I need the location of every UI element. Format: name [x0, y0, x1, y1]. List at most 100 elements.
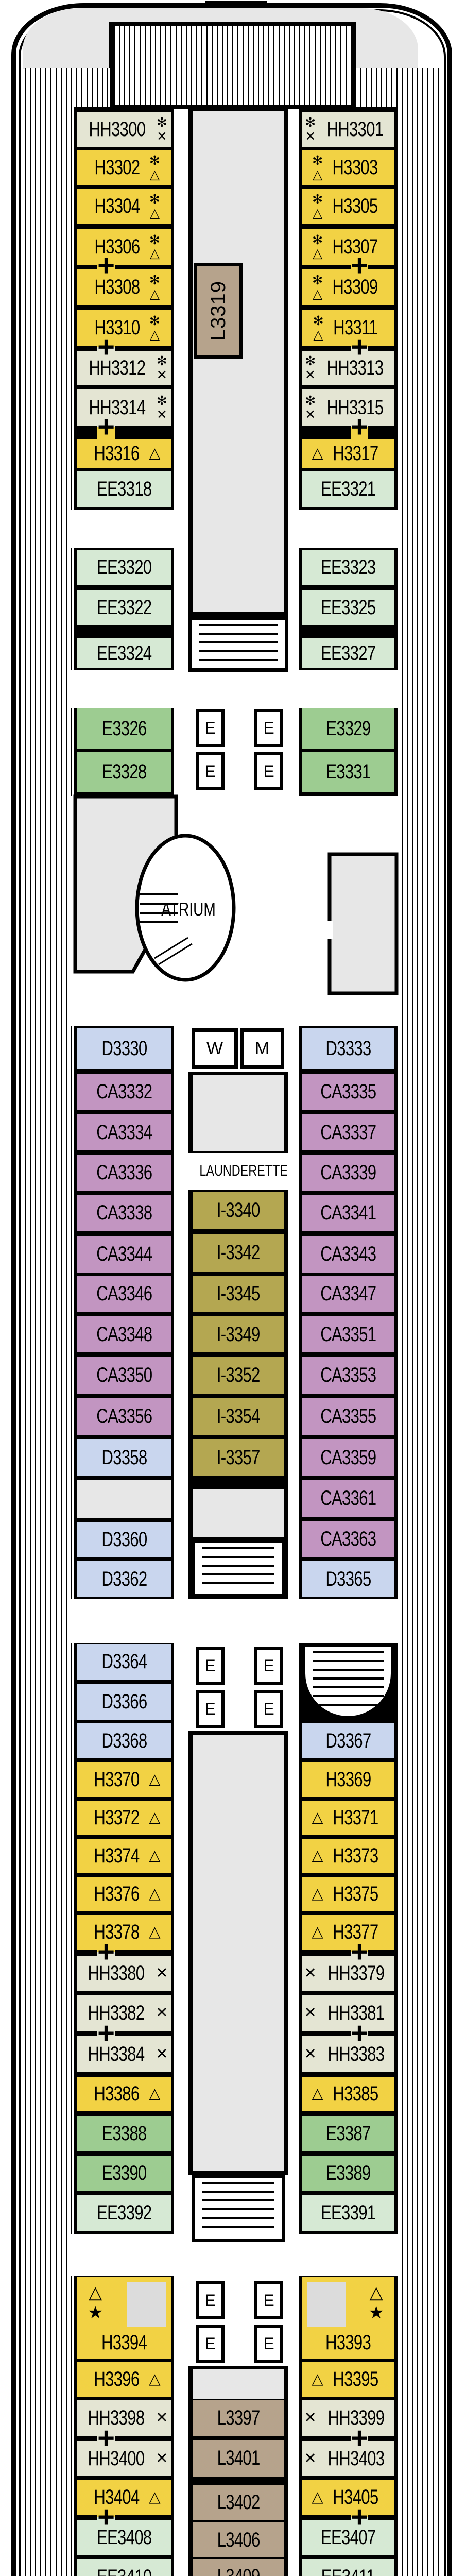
cabin-label: EE3318: [96, 478, 152, 500]
elevator: E: [196, 2281, 225, 2319]
connecting-rooms-icon: +: [351, 2421, 368, 2455]
cabin-label: CA3350: [96, 1363, 152, 1386]
cabin-label: H3371: [333, 1806, 378, 1829]
cabin-EE3408: EE3408: [77, 2520, 171, 2555]
cabin-H3309: ✻△H3309: [302, 269, 394, 305]
cabin-label: E3387: [325, 2122, 371, 2145]
elevator: E: [196, 1690, 225, 1728]
cabin-HH3398: HH3398✕: [77, 2400, 171, 2436]
cabin-H3311: ✻△H3311: [302, 310, 394, 346]
cabin-label: E3329: [325, 717, 371, 740]
cabin-EE3318: EE3318: [77, 471, 171, 507]
partial-sea-view-icon: △: [313, 327, 323, 342]
cabin-HH3312: HH3312✻✕: [77, 351, 171, 385]
cabin-label: H3369: [325, 1768, 371, 1791]
cabin-CA3361: CA3361: [302, 1480, 394, 1517]
cabin-EE3392: EE3392: [77, 2195, 171, 2231]
cabin-CA3343: CA3343: [302, 1236, 394, 1273]
cabin-label: CA3338: [96, 1201, 152, 1224]
partial-sea-view-icon: △: [149, 1886, 161, 1902]
cabin-label: CA3343: [320, 1243, 376, 1265]
room-block: [77, 1480, 171, 1518]
partial-sea-view-icon: △: [312, 286, 323, 301]
connecting-rooms-icon: +: [97, 249, 115, 282]
cabin-label: CA3351: [320, 1323, 376, 1346]
cabin-EE3320: EE3320: [77, 550, 171, 585]
obstructed-view-icon: ✕: [304, 2005, 317, 2021]
shower-only-icon: ✻: [149, 154, 160, 168]
launderette-label: LAUNDERETTE: [199, 1162, 288, 1179]
cabin-HH3313: ✻✕HH3313: [302, 351, 394, 385]
cabin-CA3353: CA3353: [302, 1357, 394, 1394]
cabin-D3365: D3365: [302, 1561, 394, 1597]
cabin-label: HH3400: [88, 2447, 145, 2470]
cabin-label: EE3320: [96, 556, 152, 579]
bow-hatch-panel: [109, 22, 356, 109]
center-corridor-forward: [193, 111, 284, 612]
cabin-label: H3304: [94, 195, 140, 217]
cabin-label: EE3410: [97, 2566, 152, 2576]
partial-sea-view-icon: △: [149, 2371, 161, 2387]
partial-sea-view-icon: △: [312, 2086, 323, 2102]
cabin-HH3382: HH3382✕: [77, 1995, 171, 2031]
cabin-H3371: △ H3371: [302, 1801, 394, 1835]
cabin-label: CA3355: [320, 1404, 376, 1428]
cabin-HH3315: ✻✕HH3315: [302, 389, 394, 426]
partial-sea-view-icon: △: [149, 1809, 161, 1826]
corridor-gap: [71, 670, 177, 708]
obstructed-view-icon: ✕: [304, 2045, 317, 2062]
partial-sea-view-icon: △: [149, 206, 160, 221]
cabin-label: D3368: [101, 1729, 147, 1752]
cabin-label: CA3339: [320, 1161, 376, 1184]
connecting-rooms-icon: +: [351, 2016, 368, 2050]
partial-sea-view-icon: △: [312, 1809, 323, 1826]
cabin-label: H3393: [325, 2331, 371, 2354]
cabin-H3372: H3372△: [77, 1801, 171, 1835]
cabin-CA3346: CA3346: [77, 1276, 171, 1312]
cabin-label: E3388: [101, 2122, 147, 2145]
cabin-H3306: H3306✻△: [77, 229, 171, 265]
cabin-D3364: D3364: [77, 1644, 171, 1680]
cabin-HH3383: ✕HH3383: [302, 2036, 394, 2072]
cabin-E3390: E3390: [77, 2156, 171, 2191]
cabin-HH3384: HH3384✕: [77, 2036, 171, 2072]
obstructed-view-icon: ✕: [156, 2410, 168, 2426]
cabin-D3367: D3367: [302, 1723, 394, 1758]
cabin-I-3345: I-3345: [193, 1276, 284, 1312]
cabin-label: CA3359: [320, 1446, 376, 1469]
cabin-H3376: H3376△: [77, 1877, 171, 1911]
balcony-inset: [307, 2282, 346, 2327]
cabin-H3307: ✻△H3307: [302, 229, 394, 265]
cabin-label: D3360: [101, 1528, 147, 1551]
cabin-label: E3390: [101, 2162, 147, 2184]
cabin-H3386: H3386△: [77, 2077, 171, 2111]
obstructed-view-icon: ✕: [304, 2410, 317, 2426]
cabin-label: D3366: [101, 1690, 147, 1713]
cabin-I-3349: I-3349: [193, 1316, 284, 1352]
elevator: E: [254, 1690, 283, 1728]
cabin-I-3342: I-3342: [193, 1234, 284, 1272]
stairs-aft: [192, 2174, 285, 2242]
cabin-label: H3373: [333, 1844, 378, 1867]
partial-sea-view-icon: △: [149, 2086, 161, 2102]
cabin-H3396: H3396△: [77, 2362, 171, 2397]
elevator: E: [196, 709, 225, 747]
partial-sea-view-icon: △: [312, 206, 323, 221]
corridor-gap: [296, 1599, 401, 1643]
connecting-rooms-icon: +: [97, 1935, 115, 1969]
elevator: E: [254, 709, 283, 747]
cabin-label: CA3336: [96, 1161, 152, 1184]
connecting-rooms-icon: +: [97, 2421, 115, 2455]
shower-only-icon: ✻: [305, 394, 316, 409]
cabin-label: HH3399: [327, 2406, 385, 2429]
cabin-CA3344: CA3344: [77, 1236, 171, 1273]
cabin-label: CA3332: [96, 1080, 152, 1103]
cabin-EE3327: EE3327: [302, 638, 394, 668]
shower-only-icon: ✻: [312, 154, 323, 168]
stairs-forward: [188, 616, 288, 672]
connecting-rooms-icon: +: [97, 410, 115, 444]
cabin-label: EE3321: [320, 478, 376, 500]
cabin-HH3399: ✕ HH3399: [302, 2400, 394, 2436]
connecting-rooms-icon: +: [97, 2016, 115, 2050]
